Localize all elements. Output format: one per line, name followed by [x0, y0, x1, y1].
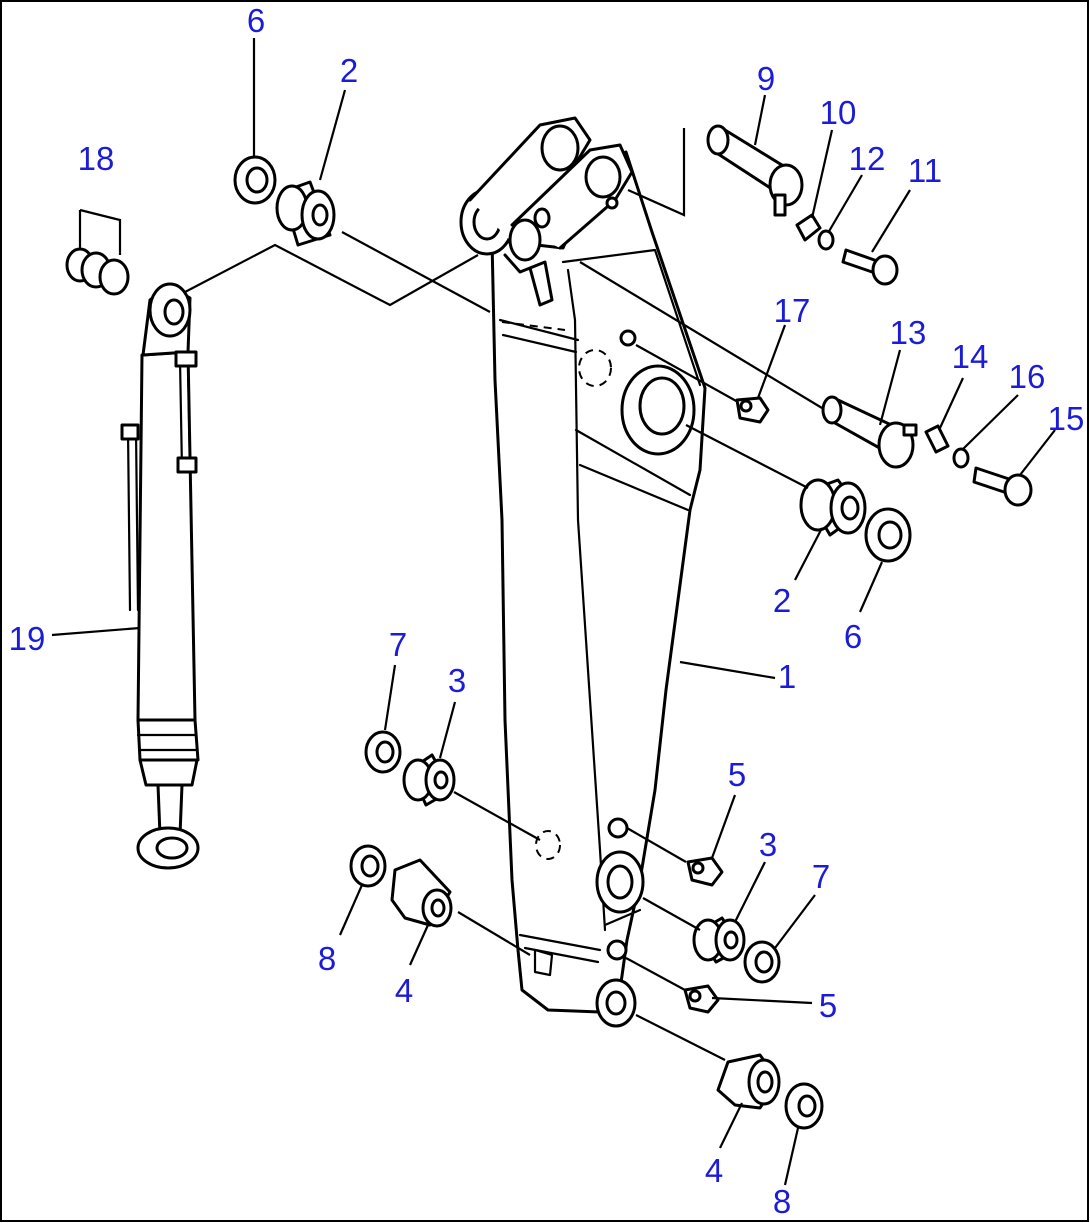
callout-18: 18 — [78, 140, 115, 177]
bushing-2-mid — [799, 478, 867, 537]
callout-8: 8 — [318, 940, 336, 977]
callout-15: 15 — [1048, 400, 1085, 437]
bushing-4-right — [716, 1053, 781, 1110]
ring-8-left — [349, 844, 387, 888]
callout-1: 1 — [778, 658, 796, 695]
callout-2: 2 — [773, 582, 791, 619]
callout-9: 9 — [757, 60, 775, 97]
arm-body — [459, 116, 707, 1028]
ring-6-top — [233, 155, 277, 205]
bushing-2-top — [275, 180, 336, 247]
pin-13 — [821, 395, 918, 469]
ring-6-mid — [864, 507, 912, 563]
ring-8-right — [784, 1082, 824, 1130]
bolt-15 — [972, 466, 1033, 507]
plate-14 — [924, 424, 950, 454]
plate-10 — [795, 213, 822, 242]
bushing-4-left — [390, 858, 453, 928]
callout-5: 5 — [728, 756, 746, 793]
callout-leaders — [51, 38, 1056, 1186]
bolt-11 — [841, 248, 899, 286]
callout-13: 13 — [890, 314, 927, 351]
hydraulic-cylinder — [120, 282, 200, 870]
washer-12 — [817, 229, 835, 251]
callout-6: 6 — [247, 2, 265, 39]
callout-8: 8 — [773, 1183, 791, 1220]
callout-3: 3 — [448, 662, 466, 699]
callout-6: 6 — [844, 618, 862, 655]
callout-16: 16 — [1009, 358, 1046, 395]
callout-7: 7 — [389, 626, 407, 663]
callout-7: 7 — [812, 858, 830, 895]
callout-14: 14 — [952, 338, 989, 375]
callout-17: 17 — [774, 292, 811, 329]
callout-19: 19 — [9, 620, 46, 657]
bushing-3-right — [692, 916, 746, 964]
assembly-lines — [184, 128, 823, 1061]
callout-12: 12 — [849, 140, 886, 177]
callout-4: 4 — [705, 1152, 723, 1189]
callout-2: 2 — [340, 52, 358, 89]
callout-5: 5 — [819, 987, 837, 1024]
callout-4: 4 — [395, 972, 413, 1009]
ring-7-left — [364, 730, 402, 774]
callout-11: 11 — [908, 152, 942, 189]
fitting-17 — [735, 396, 770, 424]
washer-16 — [952, 447, 970, 469]
bushing-3-left — [402, 753, 456, 807]
callout-3: 3 — [759, 826, 777, 863]
ring-7-right — [743, 940, 781, 984]
shims-18 — [65, 247, 130, 296]
callout-labels: 6 2 18 9 10 12 11 17 13 14 16 15 2 6 19 … — [9, 2, 1085, 1220]
fitting-5-lower — [683, 984, 720, 1014]
fitting-5-upper — [686, 856, 724, 887]
pin-9 — [706, 124, 804, 217]
callout-10: 10 — [820, 94, 857, 131]
